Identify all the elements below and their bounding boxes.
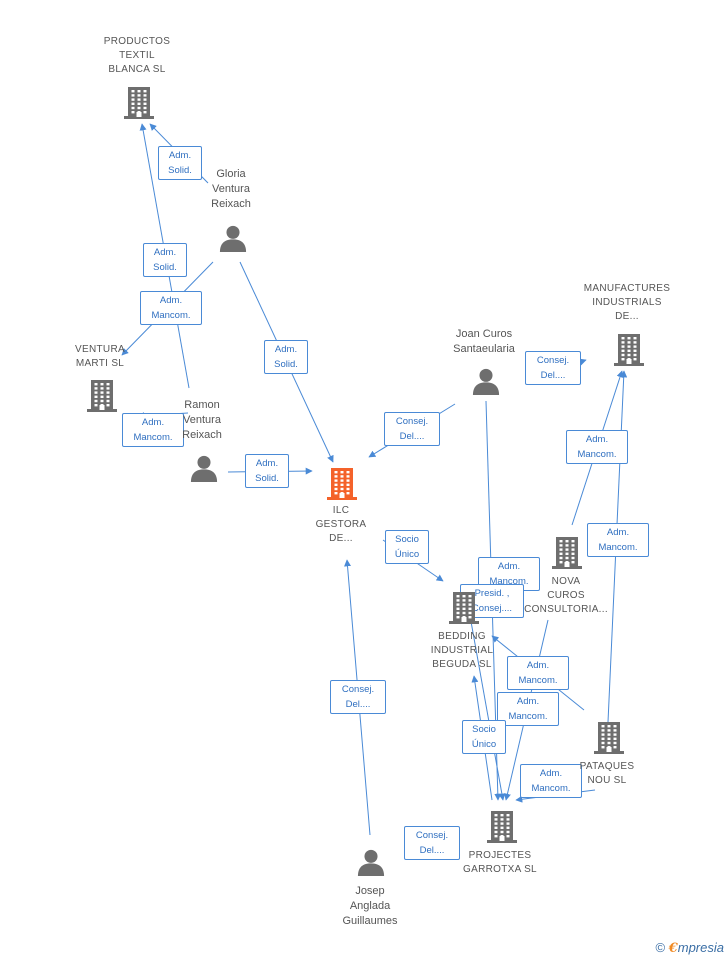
- building-icon[interactable]: [449, 590, 479, 629]
- edge-label[interactable]: Adm. Solid.: [264, 340, 308, 374]
- node-label-productos[interactable]: PRODUCTOS TEXTIL BLANCA SL: [103, 36, 171, 75]
- edge-label[interactable]: Consej. Del....: [525, 351, 581, 385]
- edge-label[interactable]: Adm. Solid.: [245, 454, 289, 488]
- edge-label[interactable]: Adm. Mancom.: [140, 291, 202, 325]
- person-icon[interactable]: [190, 454, 218, 487]
- building-icon[interactable]: [87, 378, 117, 417]
- edge-label[interactable]: Socio Único: [385, 530, 429, 564]
- edge-label[interactable]: Consej. Del....: [384, 412, 440, 446]
- node-label-joan[interactable]: Joan Curos Santaeularia: [453, 328, 515, 355]
- building-icon[interactable]: [594, 720, 624, 759]
- node-label-ilc[interactable]: ILC GESTORA DE...: [315, 505, 367, 544]
- edge-label[interactable]: Adm. Mancom.: [520, 764, 582, 798]
- node-label-nova[interactable]: NOVA CUROS CONSULTORIA...: [524, 576, 608, 615]
- node-label-ventura-marti[interactable]: VENTURA MARTI SL: [75, 344, 125, 369]
- building-icon[interactable]: [327, 466, 357, 505]
- building-icon[interactable]: [552, 535, 582, 574]
- node-label-manufactures[interactable]: MANUFACTURES INDUSTRIALS DE...: [583, 283, 671, 322]
- edge-label[interactable]: Adm. Mancom.: [566, 430, 628, 464]
- footer-brand: © €mpresia: [655, 940, 724, 956]
- building-icon[interactable]: [124, 85, 154, 124]
- edge-label[interactable]: Adm. Mancom.: [497, 692, 559, 726]
- building-icon[interactable]: [614, 332, 644, 371]
- building-icon[interactable]: [487, 809, 517, 848]
- edge-label[interactable]: Consej. Del....: [330, 680, 386, 714]
- brand-name: mpresia: [677, 940, 724, 955]
- node-label-pataques[interactable]: PATAQUES NOU SL: [579, 761, 635, 786]
- node-label-projectes[interactable]: PROJECTES GARROTXA SL: [463, 850, 537, 875]
- edge-label[interactable]: Adm. Solid.: [143, 243, 187, 277]
- person-icon[interactable]: [219, 224, 247, 257]
- node-label-bedding[interactable]: BEDDING INDUSTRIAL BEGUDA SL: [430, 631, 494, 670]
- edge-label[interactable]: Adm. Mancom.: [587, 523, 649, 557]
- brand-initial: €: [668, 941, 678, 956]
- edge-label[interactable]: Socio Único: [462, 720, 506, 754]
- edge-label[interactable]: Adm. Mancom.: [507, 656, 569, 690]
- person-icon[interactable]: [472, 367, 500, 400]
- node-label-ramon[interactable]: Ramon Ventura Reixach: [182, 399, 222, 441]
- person-icon[interactable]: [357, 848, 385, 881]
- edge-label[interactable]: Consej. Del....: [404, 826, 460, 860]
- copyright-symbol: ©: [655, 940, 666, 955]
- node-label-josep[interactable]: Josep Anglada Guillaumes: [342, 885, 398, 927]
- node-label-gloria[interactable]: Gloria Ventura Reixach: [211, 168, 251, 210]
- edge-label[interactable]: Adm. Mancom.: [122, 413, 184, 447]
- edge-label[interactable]: Adm. Solid.: [158, 146, 202, 180]
